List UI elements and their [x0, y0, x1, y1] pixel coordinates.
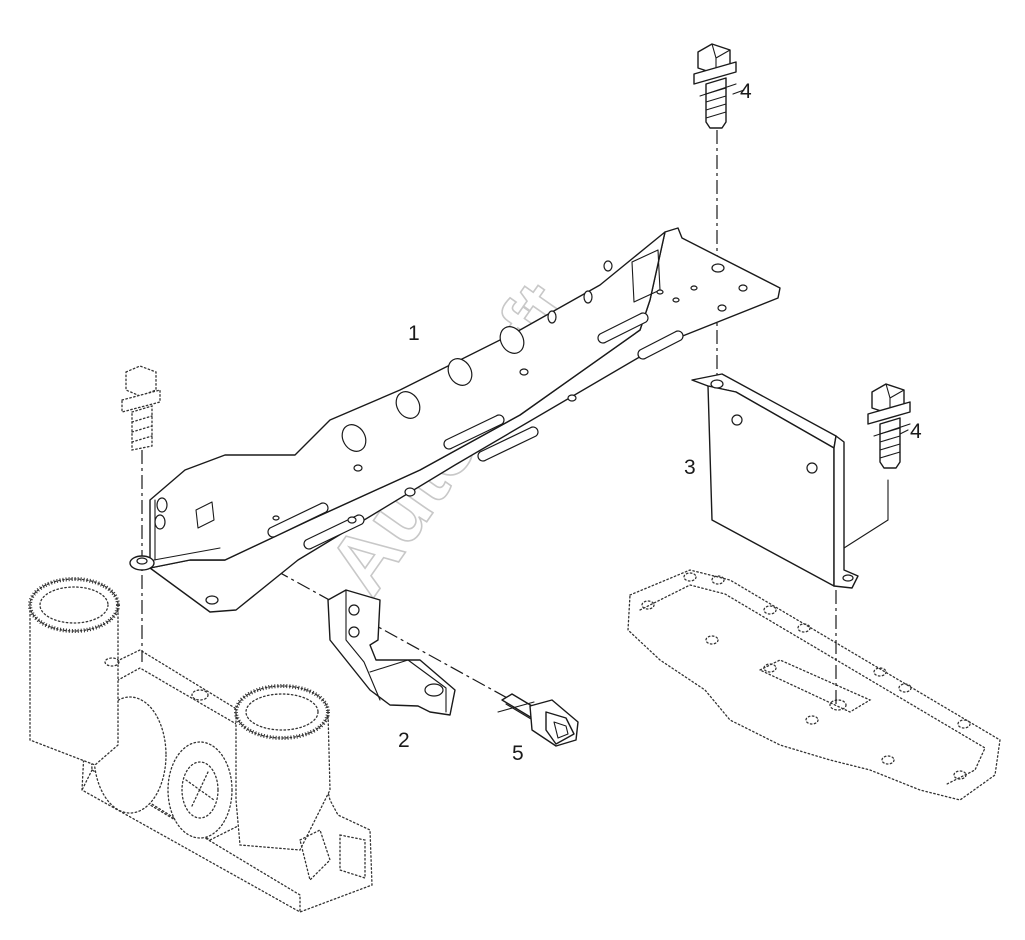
bolt-top: [693, 43, 737, 129]
callout-4-top: 4: [740, 80, 752, 103]
leader-lines: [732, 89, 909, 435]
washer: [129, 547, 221, 571]
phantom-bolt-left: [121, 365, 161, 451]
phantom-housing-left: [28, 577, 373, 913]
bracket-main: [149, 227, 781, 613]
bracket-plate: [691, 373, 889, 589]
phantom-cover-right: [627, 569, 1001, 801]
callout-1: 1: [408, 322, 420, 345]
socket-screw: [497, 693, 579, 747]
callout-5: 5: [512, 742, 524, 765]
callout-3: 3: [684, 456, 696, 479]
bracket-hook: [327, 589, 456, 716]
callout-4-right: 4: [910, 420, 922, 443]
bolt-right: [867, 383, 911, 469]
callout-2: 2: [398, 729, 410, 752]
